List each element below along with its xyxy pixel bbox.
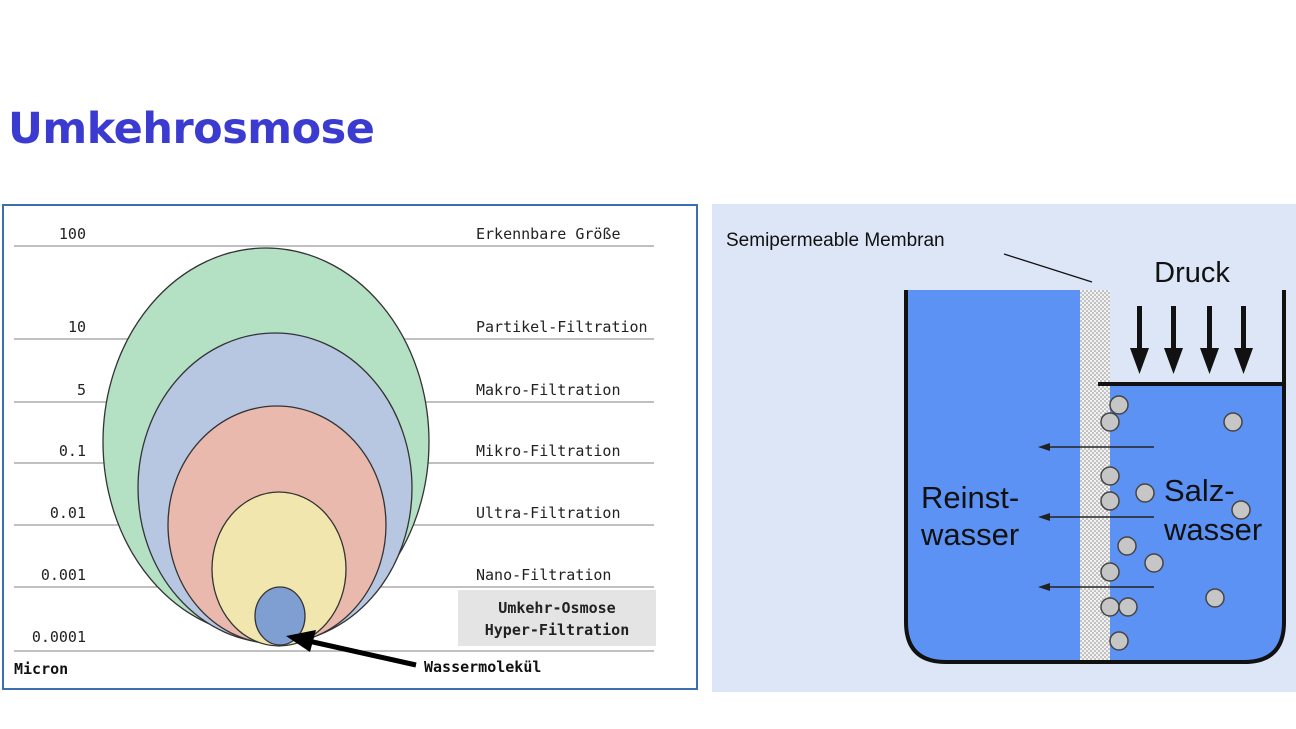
container-outline [904,290,1286,664]
pure-water-label-line2: wasser [920,517,1019,552]
salt-particle [1100,597,1120,617]
flow-arrow-3-head [1038,583,1050,591]
salt-particle [1205,588,1225,608]
label-micro-filtration: Mikro-Filtration [476,442,621,460]
salt-particle [1109,631,1129,651]
salt-particle [1135,483,1155,503]
flow-arrow-2-head [1038,513,1050,521]
label-particle-filtration: Partikel-Filtration [476,318,648,336]
label-recognizable-size: Erkennbare Größe [476,225,621,243]
label-ultra-filtration: Ultra-Filtration [476,504,621,522]
pressure-arrow-2 [1171,306,1176,350]
pressure-arrow-4-head [1234,348,1253,374]
membrane-label: Semipermeable Membran [726,230,945,251]
filtration-size-chart: Umkehr-Osmose Hyper-Filtration 100 10 5 … [2,204,698,690]
salt-particles [1100,395,1251,651]
membrane-diagram-svg: Semipermeable Membran Druck Reinst- wass… [726,230,1286,664]
membrane-diagram: Semipermeable Membran Druck Reinst- wass… [712,204,1296,692]
salt-particle [1100,562,1120,582]
flow-arrow-1-head [1038,443,1050,451]
page-title: Umkehrosmose [8,104,375,154]
pure-water-label-line1: Reinst- [921,480,1019,515]
molecule-arrow-shaft [303,637,417,668]
scale-value-5: 5 [77,381,86,399]
molecule-arrow-head [286,630,316,652]
scale-value-0-1: 0.1 [59,442,86,460]
label-nano-filtration: Nano-Filtration [476,566,611,584]
salt-particle [1223,412,1243,432]
pressure-arrow-1-head [1130,348,1149,374]
salt-water-fill [1110,384,1284,662]
salt-water-label-line2: wasser [1163,512,1262,547]
pressure-arrow-3-head [1200,348,1219,374]
pressure-arrow-1 [1137,306,1142,350]
scale-value-0-001: 0.001 [41,566,86,584]
water-molecule-circle [254,586,306,646]
salt-particle [1117,536,1137,556]
pressure-label: Druck [1154,257,1230,289]
pressure-arrow-4 [1241,306,1246,350]
reverse-osmosis-box [458,590,656,646]
ultra-filtration-circle [211,491,347,647]
pressure-arrows [1130,306,1253,374]
ro-box-line2: Hyper-Filtration [485,621,630,639]
label-macro-filtration: Makro-Filtration [476,381,621,399]
flow-arrows [1048,446,1154,588]
pressure-arrow-2-head [1164,348,1183,374]
pressure-arrow-3 [1207,306,1212,350]
salt-particle [1100,491,1120,511]
micron-label: Micron [14,660,68,678]
water-molecule-label: Wassermolekül [424,658,541,676]
salt-particle [1100,466,1120,486]
salt-water-label-line1: Salz- [1164,473,1235,508]
size-chart-svg: Umkehr-Osmose Hyper-Filtration 100 10 5 … [14,225,656,678]
salt-particle [1144,553,1164,573]
salt-particle [1100,412,1120,432]
salt-particle [1109,395,1129,415]
membrane-leader-line [1003,253,1093,283]
scale-value-100: 100 [59,225,86,243]
flow-arrow-heads [1038,443,1050,591]
salt-particle [1231,500,1251,520]
scale-value-0-0001: 0.0001 [32,628,86,646]
scale-value-0-01: 0.01 [50,504,86,522]
salt-particle [1118,597,1138,617]
ro-box-line1: Umkehr-Osmose [498,599,615,617]
pure-water-fill [906,290,1080,662]
scale-value-10: 10 [68,318,86,336]
